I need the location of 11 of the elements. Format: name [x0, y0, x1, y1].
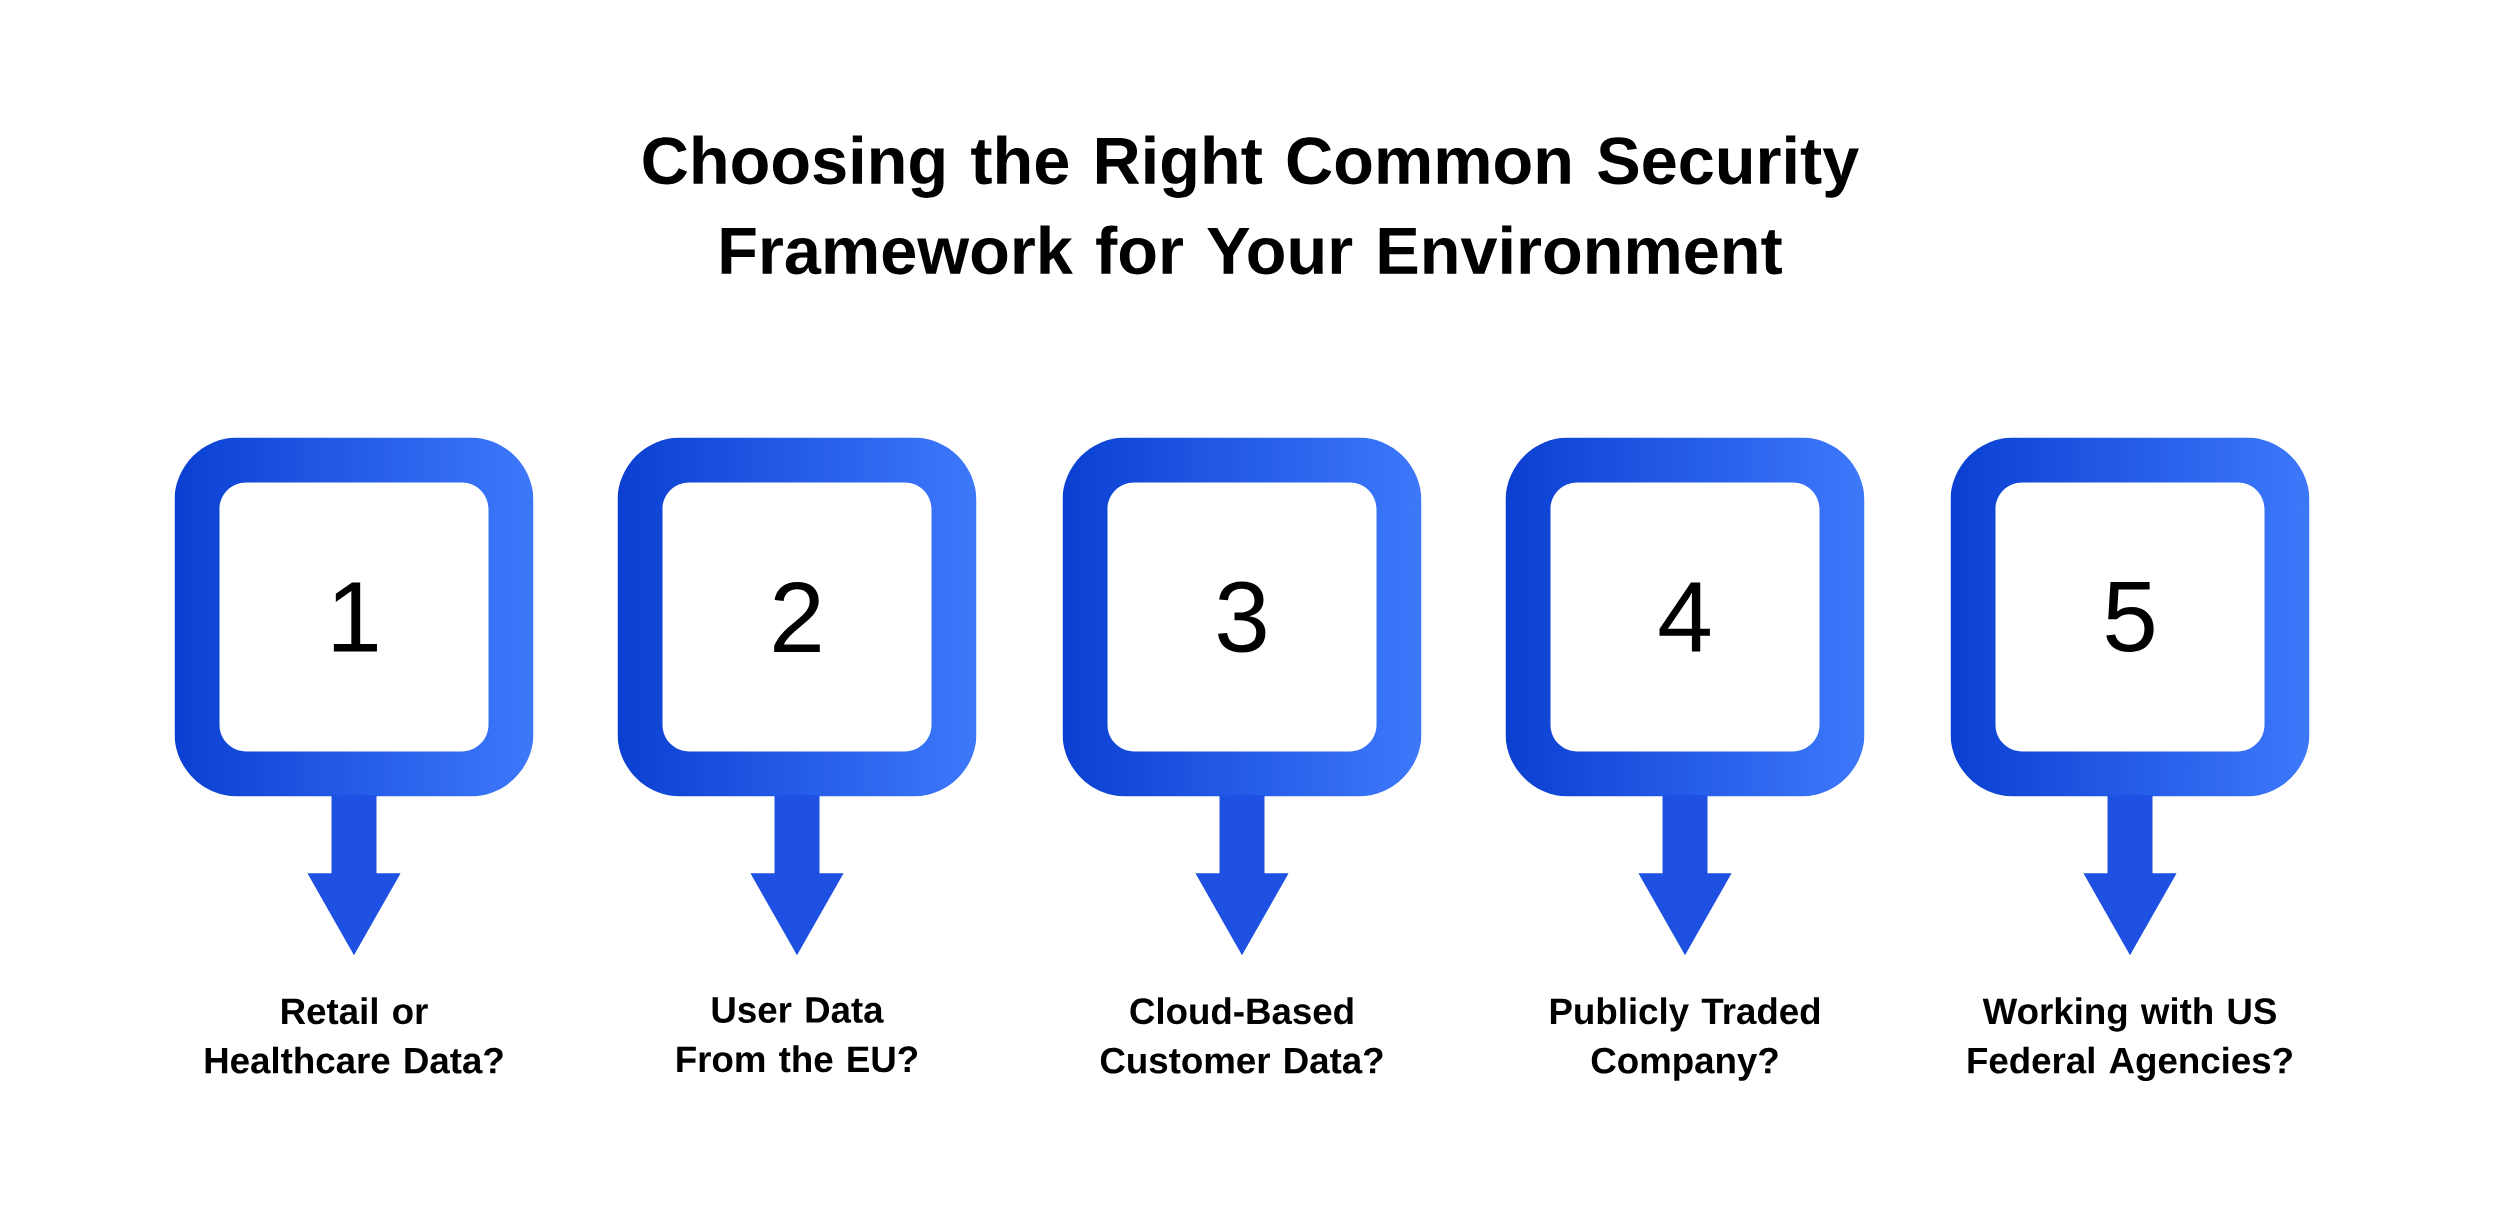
title: Choosing the Right Common Security Framework for Your Environment	[643, 135, 1859, 275]
question-text: Publicly Traded Company?	[1550, 997, 1820, 1081]
numbered-frame: 3	[1218, 581, 1266, 653]
numbered-frame: 2	[774, 582, 820, 652]
question-text: Working with US Federal Agencies?	[1968, 997, 2292, 1081]
question-text: Retail or Healthcare Data?	[205, 997, 503, 1074]
numbered-frame: 4	[1659, 582, 1710, 652]
numbered-frame: 1	[333, 582, 377, 652]
numbered-frame: 5	[2106, 582, 2154, 652]
question-text: User Data From the EU?	[677, 997, 918, 1073]
question-text: Cloud-Based Customer Data?	[1100, 997, 1383, 1074]
